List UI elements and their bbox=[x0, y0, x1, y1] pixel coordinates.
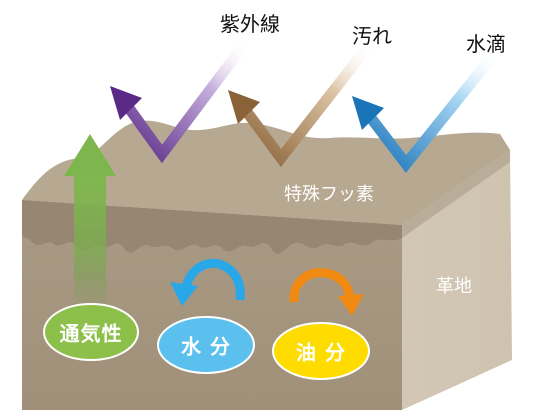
breathability-label: 通気性 bbox=[59, 321, 123, 346]
uv-label: 紫外線 bbox=[220, 12, 280, 36]
leather-label: 革地 bbox=[436, 276, 472, 297]
oil-label: 油 分 bbox=[296, 340, 346, 365]
fluorine-layer bbox=[22, 200, 402, 254]
moisture-label: 水 分 bbox=[181, 334, 231, 359]
breathability-arrow bbox=[64, 134, 116, 312]
water-drop-arrow bbox=[352, 48, 501, 173]
fluorine-layer-side bbox=[402, 150, 510, 238]
moisture-bubble bbox=[157, 316, 255, 374]
water-drop-label: 水滴 bbox=[466, 32, 506, 56]
dirt-label: 汚れ bbox=[352, 24, 392, 48]
oil-cycle-arrow bbox=[289, 268, 364, 316]
fluorine-label: 特殊フッ素 bbox=[284, 184, 374, 205]
oil-bubble bbox=[272, 322, 370, 380]
uv-arrow bbox=[110, 38, 251, 164]
moisture-cycle-arrow bbox=[170, 258, 245, 306]
breathability-bubble bbox=[43, 303, 139, 361]
dirt-arrow bbox=[228, 40, 375, 168]
